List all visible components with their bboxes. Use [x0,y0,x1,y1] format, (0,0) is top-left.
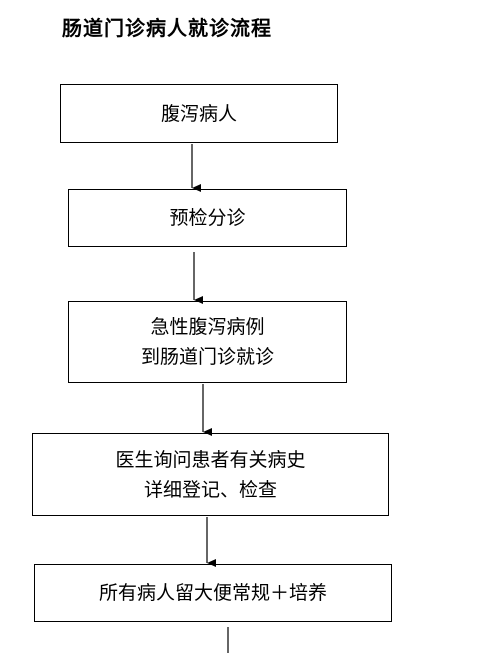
step-1-line-1: 腹泻病人 [160,102,237,125]
page-title: 肠道门诊病人就诊流程 [62,16,272,40]
step-2-line-1: 预检分诊 [169,207,246,229]
step-box-2: 预检分诊 [68,189,347,247]
step-5-line-1: 所有病人留大便常规＋培养 [98,582,327,604]
step-3-line-1: 急性腹泻病例 [150,316,265,338]
step-box-4: 医生询问患者有关病史 详细登记、检查 [32,433,389,516]
step-4-line-2: 详细登记、检查 [143,478,277,501]
step-box-1: 腹泻病人 [60,84,338,143]
step-box-3: 急性腹泻病例 到肠道门诊就诊 [68,301,347,383]
step-box-5: 所有病人留大便常规＋培养 [34,564,392,622]
step-4-line-1: 医生询问患者有关病史 [115,448,306,471]
step-3-line-2: 到肠道门诊就诊 [140,346,274,368]
